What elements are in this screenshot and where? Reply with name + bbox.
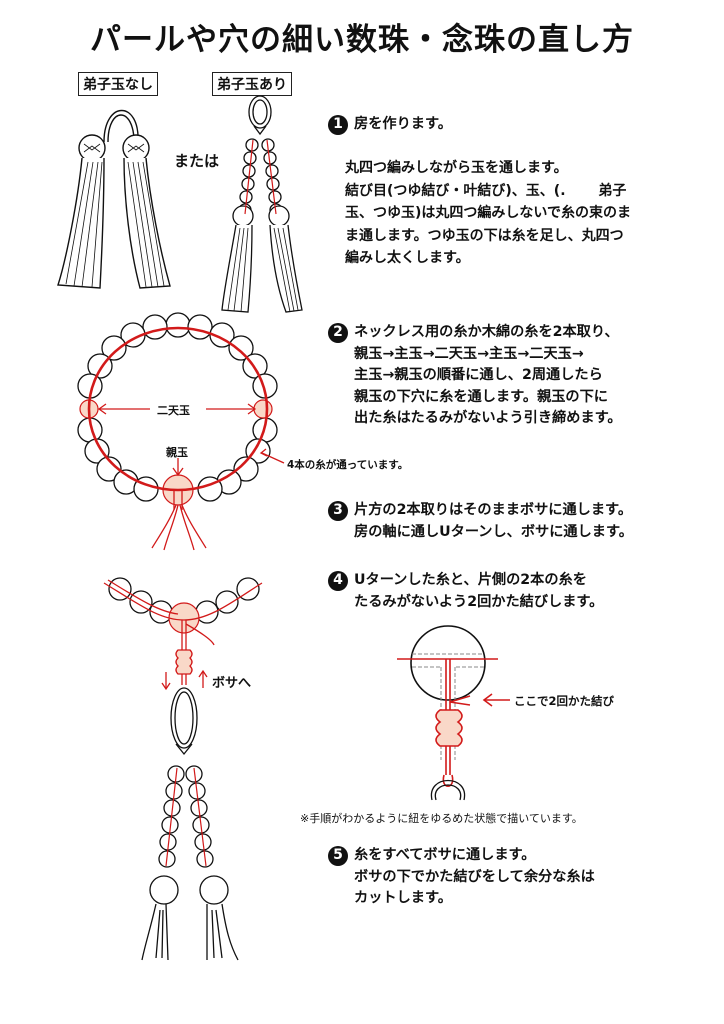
step-2-line: 主玉→親玉の順番に通し、2周通したら [354, 367, 603, 383]
step-1-line: 玉、つゆ玉)は丸四つ編みしないで糸の束のま [345, 205, 631, 221]
page-title: パールや穴の細い数珠・念珠の直し方 [90, 22, 634, 58]
step-2-line: 親玉→主玉→二天玉→主玉→二天玉→ [354, 345, 584, 362]
step-2-line: ネックレス用の糸か木綿の糸を2本取り、 [354, 324, 619, 340]
step-5-line: 糸をすべてボサに通します。 [354, 847, 536, 863]
step-number-badge: 4 [328, 571, 348, 591]
step-number-badge: 3 [328, 501, 348, 521]
step-1-line: 結び目(つゆ結び・叶結び)、玉、(. 弟子 [345, 182, 627, 199]
oya-bead-label: 親玉 [166, 446, 188, 459]
step-2: 2 ネックレス用の糸か木綿の糸を2本取り、 親玉→主玉→二天玉→主玉→二天玉→ … [328, 322, 622, 430]
thread-note-label: 4本の糸が通っています。 [287, 459, 409, 471]
or-text: または [174, 152, 220, 170]
step-1-line: ま通します。つゆ玉の下は糸を足し、丸四つ [345, 227, 624, 244]
label-with-disciple-beads: 弟子玉あり [212, 72, 292, 96]
step-1-line: 丸四つ編みしながら玉を通します。 [345, 160, 568, 176]
footnote: ※手順がわかるように紐をゆるめた状態で描いています。 [300, 812, 583, 825]
step-1-line: 編みし太くします。 [345, 250, 470, 266]
step-2-line: 出た糸はたるみがないよう引き締めます。 [354, 410, 622, 426]
step-3-line: 房の軸に通しUターンし、ボサに通します。 [354, 523, 633, 540]
step-3: 3 片方の2本取りはそのままボサに通します。 房の軸に通しUターンし、ボサに通し… [328, 500, 633, 543]
step-number-badge: 2 [328, 323, 348, 343]
niten-bead-label: 二天玉 [157, 404, 190, 417]
step-5-line: ボサの下でかた結びをして余分な糸は [354, 868, 595, 885]
step-4-line: Uターンした糸と、片側の2本の糸を [354, 572, 587, 588]
label-without-disciple-beads: 弟子玉なし [78, 72, 158, 96]
knot-here-label: ここで2回かた結び [514, 694, 615, 708]
step-2-line: 親玉の下穴に糸を通します。親玉の下に [354, 388, 608, 405]
step-5: 5 糸をすべてボサに通します。 ボサの下でかた結びをして余分な糸は カットします… [328, 845, 595, 910]
step-1-heading: 房を作ります。 [354, 116, 452, 132]
to-bosa-label: ボサへ [212, 676, 252, 691]
step-1: 1 房を作ります。 [328, 114, 452, 136]
step-number-badge: 1 [328, 115, 348, 135]
step-3-line: 片方の2本取りはそのままボサに通します。 [354, 502, 633, 518]
step-4-line: たるみがないよう2回かた結びします。 [354, 593, 604, 610]
step-5-line: カットします。 [354, 890, 452, 906]
step-number-badge: 5 [328, 846, 348, 866]
step-1-body: 丸四つ編みしながら玉を通します。 結び目(つゆ結び・叶結び)、玉、(. 弟子 玉… [345, 157, 631, 270]
step-4: 4 Uターンした糸と、片側の2本の糸を たるみがないよう2回かた結びします。 [328, 570, 603, 613]
